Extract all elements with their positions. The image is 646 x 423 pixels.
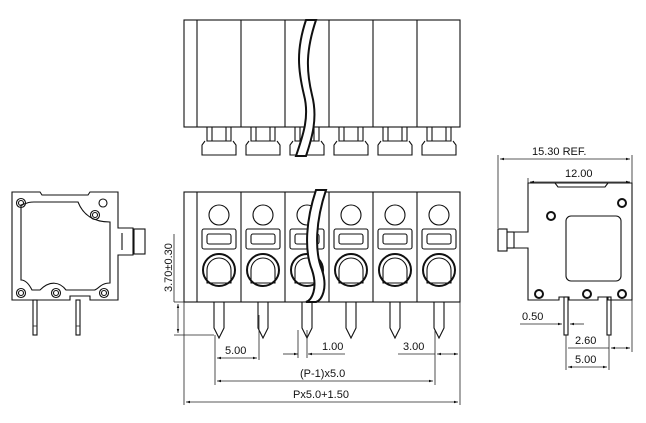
pin [257,302,269,340]
wire-entry [246,253,280,287]
test-slot [421,228,457,250]
pole-foot [333,127,369,156]
dim-pin-spacing: 5.00 [575,354,596,366]
dim-end-offset: 3.00 [403,341,424,353]
release-hole [208,204,230,226]
release-hole [428,204,450,226]
wire-entry [422,253,456,287]
test-slot [201,228,237,250]
pole-foot [421,127,457,156]
pole [421,204,457,287]
right-side-view [497,182,633,336]
pole [201,204,237,287]
wire-entry [202,253,236,287]
dim-pitch: 5.00 [225,345,246,357]
dim-total-length: Px5.0+1.50 [293,389,349,401]
pole [377,204,413,287]
release-hole [252,204,274,226]
dim-pin-thickness: 0.50 [522,311,543,323]
dim-pin-offset: 2.60 [575,335,596,347]
dim-pin-height: 3.70±0.30 [163,243,175,292]
pole-foot [201,127,237,156]
front-dimensions: 3.70±0.30 5.00 1.00 3.00 (P-1)x5.0 Px5.0… [163,234,461,405]
dim-side-body-width: 12.00 [565,168,593,180]
top-view [183,19,461,157]
break-line [294,19,318,157]
pole [333,204,369,287]
front-view [183,189,461,340]
test-slot [377,228,413,250]
side-dimensions: 15.30 REF. 12.00 0.50 2.60 5.00 [497,146,633,370]
pole [245,204,281,287]
pin [389,302,401,340]
pin [345,302,357,340]
mount-hole [546,211,556,221]
wire-entry [378,253,412,287]
break-line [305,189,328,303]
release-hole [384,204,406,226]
dim-pitch-span: (P-1)x5.0 [300,368,345,380]
test-slot [245,228,281,250]
pin [563,296,569,336]
mount-hole [15,197,27,209]
left-side-view [11,191,146,336]
release-hole [340,204,362,226]
pin [213,302,225,340]
pin [32,299,38,336]
top-view-body [183,19,461,128]
dim-pin-width: 1.00 [322,341,343,353]
test-slot [333,228,369,250]
pin [606,296,612,336]
pin [433,302,445,340]
pole-foot [245,127,281,156]
wire-entry [334,253,368,287]
pole-foot [377,127,413,156]
dim-side-ref-width: 15.30 REF. [532,146,586,158]
pin [75,299,81,336]
